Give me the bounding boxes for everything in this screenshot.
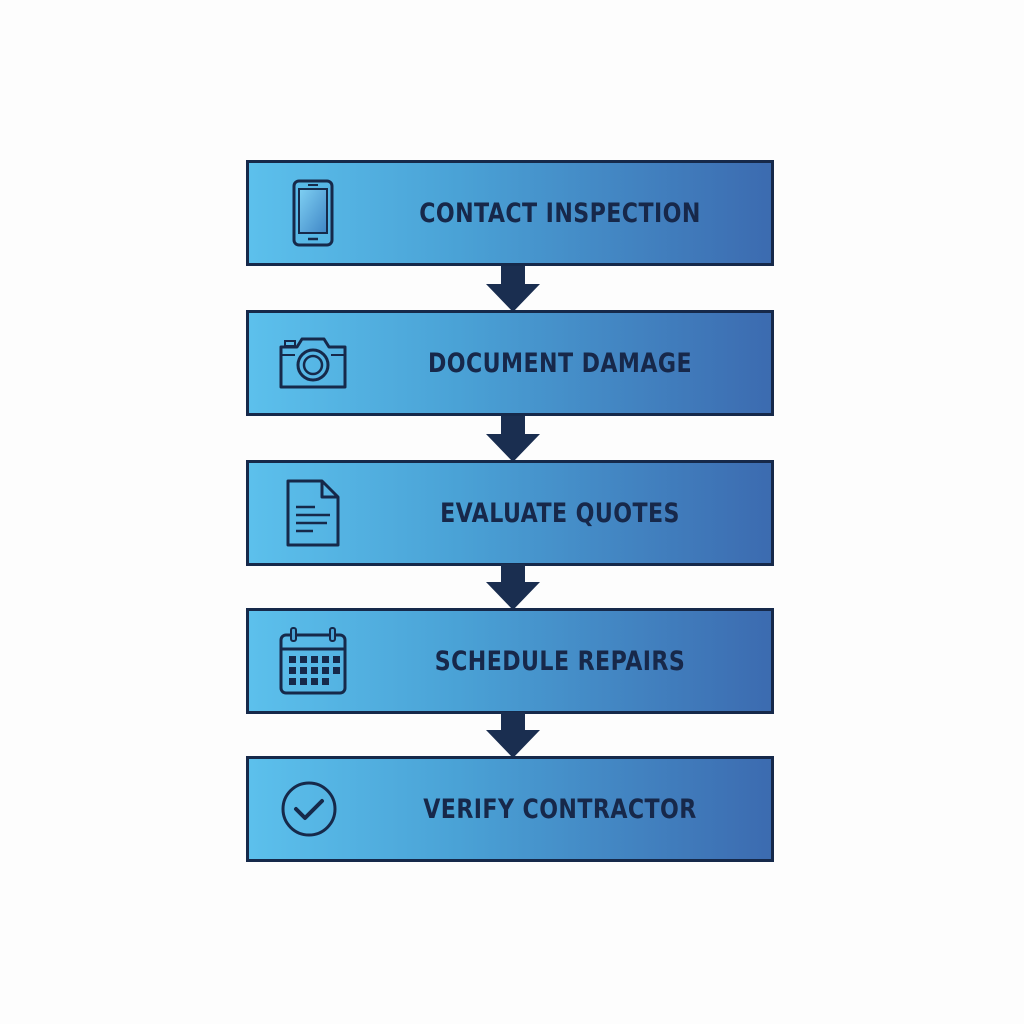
smartphone-icon: [275, 175, 351, 251]
step-label: DOCUMENT DAMAGE: [427, 347, 693, 379]
arrow-down-icon: [486, 416, 540, 462]
step-evaluate-quotes: EVALUATE QUOTES: [246, 460, 774, 566]
camera-icon: [275, 325, 351, 401]
arrow-down-icon: [486, 266, 540, 312]
calendar-icon: [275, 623, 351, 699]
step-contact-inspection: CONTACT INSPECTION: [246, 160, 774, 266]
arrow-down-icon: [486, 712, 540, 758]
step-document-damage: DOCUMENT DAMAGE: [246, 310, 774, 416]
step-label: CONTACT INSPECTION: [419, 197, 701, 229]
arrow-down-icon: [486, 564, 540, 610]
step-label: VERIFY CONTRACTOR: [423, 793, 697, 825]
step-label: EVALUATE QUOTES: [440, 497, 680, 529]
step-schedule-repairs: SCHEDULE REPAIRS: [246, 608, 774, 714]
step-label: SCHEDULE REPAIRS: [434, 645, 686, 677]
step-verify-contractor: VERIFY CONTRACTOR: [246, 756, 774, 862]
document-icon: [275, 475, 351, 551]
check-circle-icon: [275, 771, 351, 847]
